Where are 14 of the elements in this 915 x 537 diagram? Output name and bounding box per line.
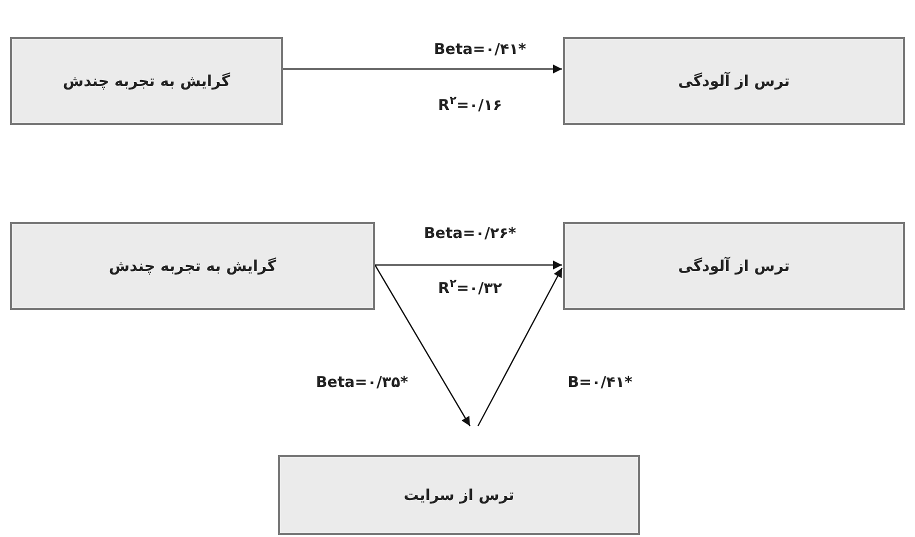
process-box (10, 37, 283, 125)
box-label: ترس از آلودگی (678, 256, 790, 277)
box-label: گرایش به تجربه چندش (62, 70, 230, 92)
box-label: گرایش به تجربه چندش (108, 256, 276, 277)
process-box (563, 37, 905, 125)
arrow (375, 260, 562, 270)
box-label: ترس از آلودگی (678, 70, 790, 92)
arrow (374, 264, 471, 426)
process-box (278, 455, 640, 535)
arrow (477, 268, 563, 426)
box-label: ترس از سرایت (404, 484, 514, 506)
process-box (10, 222, 375, 310)
process-box (563, 222, 905, 310)
arrow (283, 64, 562, 74)
